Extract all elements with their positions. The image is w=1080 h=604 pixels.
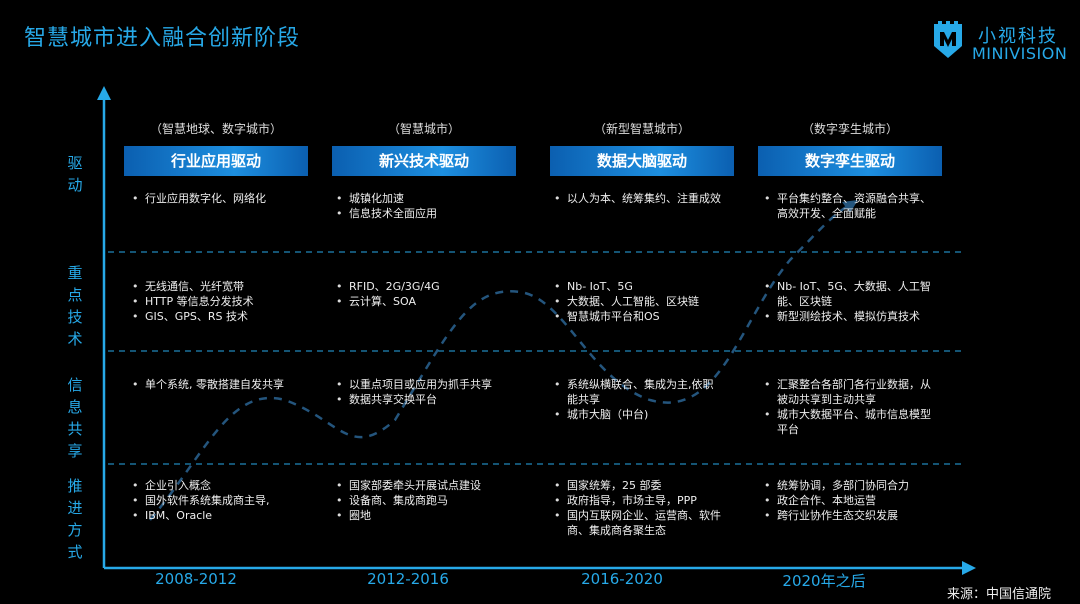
list-item: 国内互联网企业、运营商、软件商、集成商各聚生态 xyxy=(550,508,722,538)
year-label: 2008-2012 xyxy=(155,570,237,588)
cell-c3-sharing: 系统纵横联合、集成为主,依职能共享 城市大脑（中台) xyxy=(550,377,722,422)
list-item: 统筹协调，多部门协同合力 xyxy=(760,478,936,493)
row-label-approach: 推进方式 xyxy=(67,477,83,561)
column-header-2: （智慧城市） 新兴技术驱动 xyxy=(332,120,516,176)
cell-c2-driver: 城镇化加速 信息技术全面应用 xyxy=(332,191,512,221)
year-label: 2016-2020 xyxy=(581,570,663,588)
list-item: 行业应用数字化、网络化 xyxy=(128,191,308,206)
cell-c3-approach: 国家统筹，25 部委 政府指导，市场主导，PPP 国内互联网企业、运营商、软件商… xyxy=(550,478,722,538)
cell-c1-driver: 行业应用数字化、网络化 xyxy=(128,191,308,206)
list-item: 政府指导，市场主导，PPP xyxy=(550,493,722,508)
list-item: 城市大脑（中台) xyxy=(550,407,722,422)
list-item: 信息技术全面应用 xyxy=(332,206,512,221)
driver-banner: 行业应用驱动 xyxy=(124,146,308,176)
logo-chinese-name: 小视科技 xyxy=(978,26,1058,47)
phase-label: （智慧城市） xyxy=(387,122,460,136)
list-item: GIS、GPS、RS 技术 xyxy=(128,309,308,324)
cell-c3-driver: 以人为本、统筹集约、注重成效 xyxy=(550,191,722,206)
list-item: 以重点项目或应用为抓手共享 xyxy=(332,377,504,392)
source-note: 来源：中国信通院 xyxy=(947,587,1052,602)
list-item: 云计算、SOA xyxy=(332,294,512,309)
list-item: IBM、Oracle xyxy=(128,508,300,523)
row-label-key-tech: 重点技术 xyxy=(67,264,83,348)
list-item: Nb- IoT、5G、大数据、人工智能、区块链 xyxy=(760,279,936,309)
list-item: 设备商、集成商跑马 xyxy=(332,493,504,508)
cell-c1-tech: 无线通信、光纤宽带 HTTP 等信息分发技术 GIS、GPS、RS 技术 xyxy=(128,279,308,324)
list-item: 政企合作、本地运营 xyxy=(760,493,936,508)
cell-c1-sharing: 单个系统, 零散搭建自发共享 xyxy=(128,377,300,392)
logo-english-name: MINIVISION xyxy=(972,44,1068,63)
list-item: 城镇化加速 xyxy=(332,191,512,206)
row-label-driver: 驱动 xyxy=(67,154,83,194)
list-item: 城市大数据平台、城市信息模型平台 xyxy=(760,407,936,437)
minivision-logo-icon xyxy=(934,21,962,58)
year-label: 2012-2016 xyxy=(367,570,449,588)
list-item: Nb- IoT、5G xyxy=(550,279,722,294)
cell-c2-approach: 国家部委牵头开展试点建设 设备商、集成商跑马 圈地 xyxy=(332,478,504,523)
list-item: 大数据、人工智能、区块链 xyxy=(550,294,722,309)
cell-c1-approach: 企业引入概念 国外软件系统集成商主导, IBM、Oracle xyxy=(128,478,300,523)
list-item: 智慧城市平台和OS xyxy=(550,309,722,324)
cell-c4-tech: Nb- IoT、5G、大数据、人工智能、区块链 新型测绘技术、模拟仿真技术 xyxy=(760,279,936,324)
list-item: 无线通信、光纤宽带 xyxy=(128,279,308,294)
list-item: 圈地 xyxy=(332,508,504,523)
list-item: 企业引入概念 xyxy=(128,478,300,493)
driver-banner: 数据大脑驱动 xyxy=(550,146,734,176)
column-header-4: （数字孪生城市） 数字孪生驱动 xyxy=(758,120,942,176)
cell-c4-approach: 统筹协调，多部门协同合力 政企合作、本地运营 跨行业协作生态交织发展 xyxy=(760,478,936,523)
phase-label: （新型智慧城市） xyxy=(593,122,690,136)
list-item: 系统纵横联合、集成为主,依职能共享 xyxy=(550,377,722,407)
list-item: RFID、2G/3G/4G xyxy=(332,279,512,294)
list-item: HTTP 等信息分发技术 xyxy=(128,294,308,309)
row-label-info-sharing: 信息共享 xyxy=(67,376,83,460)
list-item: 单个系统, 零散搭建自发共享 xyxy=(128,377,300,392)
list-item: 跨行业协作生态交织发展 xyxy=(760,508,936,523)
cell-c3-tech: Nb- IoT、5G 大数据、人工智能、区块链 智慧城市平台和OS xyxy=(550,279,722,324)
driver-banner: 新兴技术驱动 xyxy=(332,146,516,176)
list-item: 以人为本、统筹集约、注重成效 xyxy=(550,191,722,206)
list-item: 国家统筹，25 部委 xyxy=(550,478,722,493)
phase-label: （数字孪生城市） xyxy=(801,122,898,136)
list-item: 汇聚整合各部门各行业数据，从被动共享到主动共享 xyxy=(760,377,936,407)
list-item: 数据共享交换平台 xyxy=(332,392,504,407)
phase-label: （智慧地球、数字城市） xyxy=(149,122,282,136)
column-header-3: （新型智慧城市） 数据大脑驱动 xyxy=(550,120,734,176)
page-title: 智慧城市进入融合创新阶段 xyxy=(24,26,301,51)
cell-c2-tech: RFID、2G/3G/4G 云计算、SOA xyxy=(332,279,512,309)
list-item: 平台集约整合、资源融合共享、高效开发、全面赋能 xyxy=(760,191,936,221)
list-item: 新型测绘技术、模拟仿真技术 xyxy=(760,309,936,324)
cell-c4-driver: 平台集约整合、资源融合共享、高效开发、全面赋能 xyxy=(760,191,936,221)
cell-c2-sharing: 以重点项目或应用为抓手共享 数据共享交换平台 xyxy=(332,377,504,407)
y-axis-arrow-icon xyxy=(97,86,111,100)
minivision-logo: 小视科技 MINIVISION xyxy=(932,20,1072,66)
column-header-1: （智慧地球、数字城市） 行业应用驱动 xyxy=(124,120,308,176)
list-item: 国家部委牵头开展试点建设 xyxy=(332,478,504,493)
cell-c4-sharing: 汇聚整合各部门各行业数据，从被动共享到主动共享 城市大数据平台、城市信息模型平台 xyxy=(760,377,936,437)
driver-banner: 数字孪生驱动 xyxy=(758,146,942,176)
list-item: 国外软件系统集成商主导, xyxy=(128,493,300,508)
x-axis-arrow-icon xyxy=(962,561,976,575)
year-label: 2020年之后 xyxy=(782,572,866,590)
